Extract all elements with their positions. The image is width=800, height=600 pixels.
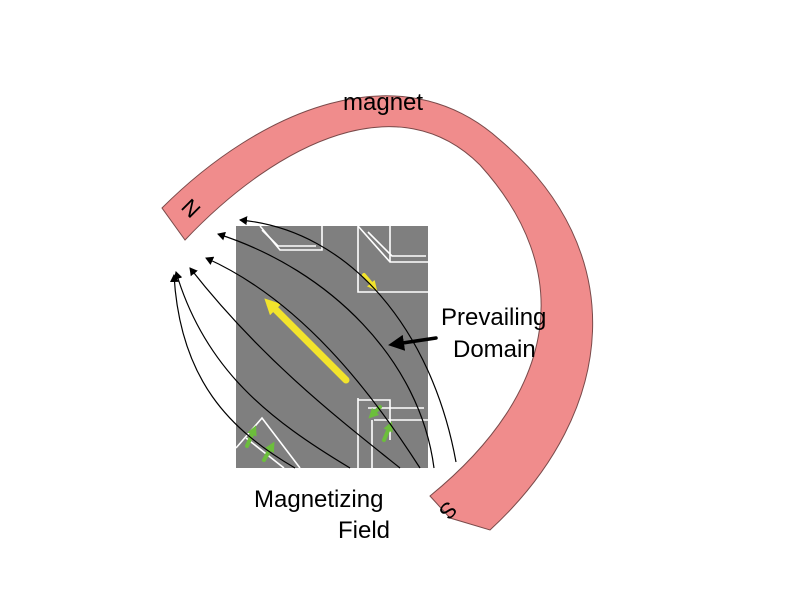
prevailing-domain-label-line1: Prevailing	[441, 304, 546, 331]
magnet-label: magnet	[343, 89, 423, 116]
magnetizing-field-label-line1: Magnetizing	[254, 486, 383, 513]
magnetizing-field-label-line2: Field	[338, 517, 390, 544]
prevailing-domain-label-line2: Domain	[453, 336, 536, 363]
minor-domain-arrow-yellow	[362, 273, 378, 291]
prevailing-domain-arrow	[264, 298, 350, 384]
domain-walls	[235, 225, 428, 469]
field-lines	[169, 216, 457, 469]
minor-domain-arrow-green-3	[245, 425, 257, 448]
minor-domain-arrow-green-2	[382, 421, 393, 442]
pointer-arrow	[388, 334, 438, 351]
horseshoe-magnet	[161, 95, 594, 531]
minor-domain-arrow-green-4	[262, 441, 275, 462]
